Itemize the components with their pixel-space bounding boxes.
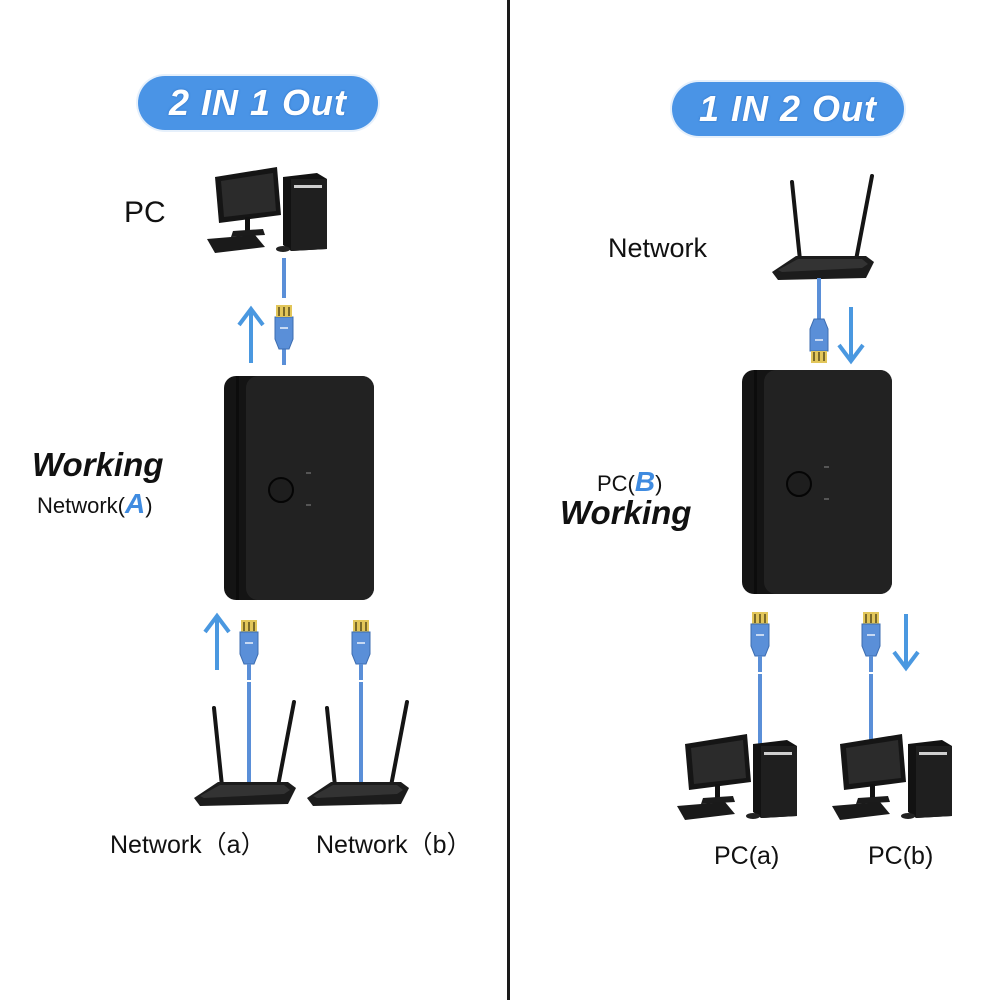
network-switch-box [742,369,892,595]
pc-label: PC [124,196,166,229]
working-label: Working [560,494,692,531]
network-switch-box [224,375,374,601]
ethernet-plug-icon [274,304,294,366]
pc-b-label: PC(b) [868,842,934,870]
ethernet-plug-icon [861,611,881,673]
switch-toggle-button[interactable] [270,478,298,506]
working-label: Working [32,446,164,483]
mode-title-badge: 2 IN 1 Out [138,76,378,130]
desktop-pc-icon [677,734,797,820]
ethernet-plug-icon [351,619,371,681]
desktop-pc-icon [832,734,952,820]
network-label: Network [608,233,708,263]
active-target-letter: B [634,466,656,497]
switch-toggle-button[interactable] [788,472,816,500]
active-target-label: PC(B) [597,466,662,498]
active-source-suffix: ) [145,493,153,518]
ethernet-plug-icon [750,611,770,673]
ethernet-cable [869,674,873,746]
arrow-up-icon [237,307,265,365]
arrow-down-icon [837,305,865,363]
network-a-label: Network（a） [110,831,266,859]
mode-title: 1 IN 2 Out [698,88,878,129]
arrow-down-icon [892,612,920,670]
network-b-label: Network（b） [316,831,472,859]
ethernet-cable [282,258,286,298]
active-target-suffix: ) [655,471,663,496]
router-icon [770,174,876,282]
pc-a-label: PC(a) [714,842,780,870]
router-icon [192,700,298,808]
desktop-pc-icon [207,167,327,253]
ethernet-cable [247,682,251,782]
router-icon [305,700,411,808]
ethernet-plug-icon [809,302,829,364]
arrow-up-icon [203,614,231,672]
active-source-prefix: Network( [37,493,126,518]
mode-title: 2 IN 1 Out [168,82,348,123]
ethernet-cable [817,278,821,310]
ethernet-plug-icon [239,619,259,681]
panel-divider [507,0,510,1000]
active-target-prefix: PC( [597,471,635,496]
active-source-letter: A [125,488,146,519]
mode-title-badge: 1 IN 2 Out [672,82,904,136]
ethernet-cable [359,682,363,782]
ethernet-cable [758,674,762,746]
active-source-label: Network(A) [37,488,153,520]
